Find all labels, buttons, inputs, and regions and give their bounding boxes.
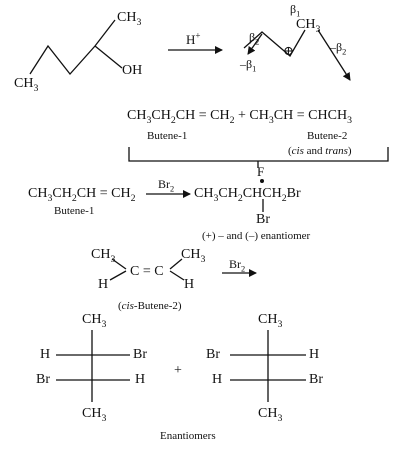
fischer-right-row2-right: Br — [309, 372, 323, 387]
minus-beta2-arrow — [317, 29, 351, 81]
fischer-left-row1-left: H — [40, 347, 51, 362]
fischer-left-row2-left: Br — [36, 372, 50, 387]
label-open-paren: ( — [118, 300, 122, 312]
bromination1-reactant-label: Butene-1 — [54, 205, 95, 217]
fischer-left-top: CH3 — [82, 312, 107, 330]
note-and: and — [303, 145, 326, 157]
chiral-center-label: F — [257, 164, 265, 179]
butanol-oh-bond — [94, 45, 123, 69]
fischer-right-row1-right: H — [309, 347, 320, 362]
butene1-label: Butene-1 — [147, 130, 188, 142]
fischer-left-bottom: CH3 — [82, 406, 107, 424]
butanol-skeleton — [29, 19, 116, 76]
fischer-right-row1-left: Br — [206, 347, 220, 362]
label-rest: -Butene-2) — [133, 300, 182, 312]
butanol-ch3-top: CH3 — [117, 10, 142, 28]
carbocation-ch3: CH3 — [296, 17, 321, 35]
cis-bond-ch3-right — [169, 258, 183, 270]
bromination1-reactant: CH3CH2CH = CH2 — [28, 186, 136, 204]
fischer-right-top: CH3 — [258, 312, 283, 330]
note-close-paren: ) — [347, 145, 352, 157]
cis-butene2-label: (cis-Butene-2) — [118, 301, 182, 312]
bromination2-reagent: Br2 — [229, 257, 246, 274]
cis-bond-ch3-left — [111, 258, 127, 270]
butanol-ch3-bottom: CH3 — [14, 76, 39, 94]
cis-h-left: H — [98, 277, 109, 292]
note-cis: cis — [291, 145, 304, 157]
plus-sign: + — [174, 363, 182, 378]
cis-ch3-right: CH3 — [181, 247, 206, 265]
note-open-paren: ( — [288, 145, 292, 157]
fischer-left-row1-right: Br — [133, 347, 147, 362]
beta2-left-label: β2 — [249, 30, 260, 47]
note-trans: trans — [325, 145, 348, 157]
fischer-right-bottom: CH3 — [258, 406, 283, 424]
fischer-left-row2-right: H — [135, 372, 146, 387]
cis-ch3-left: CH3 — [91, 247, 116, 265]
step1-reagent: H+ — [186, 30, 201, 47]
minus-beta1-label: –β1 — [240, 57, 257, 74]
minus-beta1-arrow — [247, 33, 263, 55]
bromination1-product-br: Br — [256, 212, 270, 227]
butene2-label: Butene-2 — [307, 130, 348, 142]
cis-h-right: H — [184, 277, 195, 292]
enantiomers-caption: Enantiomers — [160, 430, 216, 442]
butene2-isomer-note: (cis and trans) — [288, 146, 352, 157]
label-cis: cis — [121, 300, 134, 312]
cis-bond-h-left — [109, 270, 127, 281]
butanol-oh: OH — [122, 63, 143, 78]
beta1-label: β1 — [290, 2, 301, 19]
bromination1-reagent: Br2 — [158, 177, 175, 194]
chiral-center-dot — [260, 179, 264, 183]
bromination1-product: CH3CH2CHCH2Br — [194, 186, 301, 204]
cis-bond-h-right — [169, 270, 185, 281]
carbocation-charge: ⊕ — [283, 43, 294, 58]
carbocation-skeleton — [243, 29, 306, 58]
enantiomer-note: (+) – and (–) enantiomer — [202, 230, 311, 242]
minus-beta2-label: –β2 — [330, 40, 347, 57]
fischer-right-row2-left: H — [212, 372, 223, 387]
alkene-products-equation: CH3CH2CH = CH2 + CH3CH = CHCH3 — [127, 108, 352, 126]
cis-c-eq-c: C = C — [130, 264, 164, 279]
